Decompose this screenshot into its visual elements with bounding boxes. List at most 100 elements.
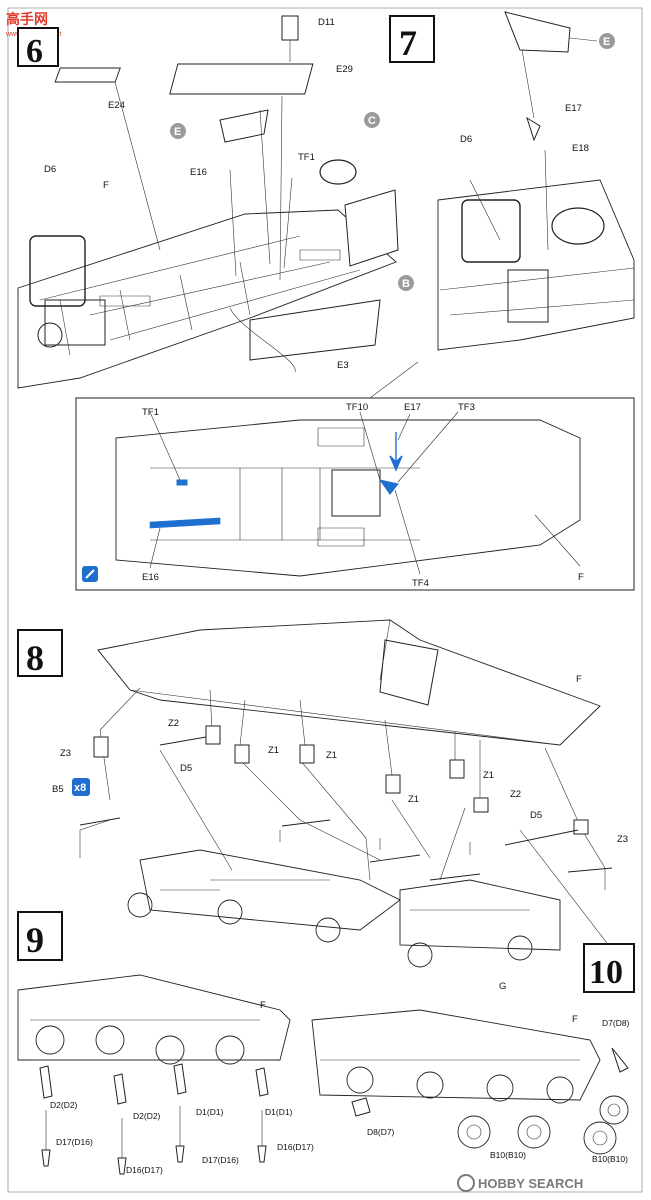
label-D2-a: D2(D2) — [50, 1100, 78, 1110]
watermark-bottom: HOBBY SEARCH — [457, 1174, 583, 1192]
badge-C — [364, 112, 380, 128]
detail-label-TF4: TF4 — [412, 578, 429, 589]
label-Z1-a: Z1 — [268, 745, 279, 756]
detail-E16-rod — [149, 517, 221, 529]
step-8-number: 8 — [26, 638, 44, 678]
parts-D-9 — [39, 1063, 269, 1175]
road-wheels-10 — [351, 1047, 629, 1155]
detail-label-TF1: TF1 — [142, 407, 159, 418]
label-D6: D6 — [44, 164, 56, 175]
label-D5-left: D5 — [180, 763, 192, 774]
label-E16: E16 — [190, 167, 207, 178]
label-F: F — [103, 180, 109, 191]
label-D11: D11 — [318, 17, 335, 28]
detail-ammo-rack — [331, 469, 381, 517]
badge-C-text: C — [368, 115, 376, 127]
hull-body-9 — [17, 974, 291, 1061]
label-D6-step7: D6 — [460, 134, 472, 145]
label-D1-b: D1(D1) — [265, 1107, 293, 1117]
detail-TF3-part — [378, 479, 399, 495]
step-8-box — [17, 629, 63, 677]
hull-body-8 — [97, 619, 601, 746]
label-F-step8: F — [576, 674, 582, 685]
quantity-badge-x8 — [72, 778, 90, 796]
detail-label-F: F — [578, 572, 584, 583]
detail-inset: TF1 TF10 E17 TF3 E16 TF4 F — [75, 361, 635, 591]
hull-floor-6 — [17, 209, 397, 389]
part-D11 — [281, 15, 299, 41]
label-B5: B5 — [52, 784, 64, 795]
step-10-number: 10 — [589, 954, 623, 991]
step-6-number: 6 — [26, 33, 43, 70]
part-E29 — [169, 63, 314, 95]
badge-B-text: B — [402, 278, 410, 290]
suspension-bogies-8 — [127, 849, 561, 968]
label-Z3-left: Z3 — [60, 748, 71, 759]
label-D2-b: D2(D2) — [133, 1111, 161, 1121]
label-D8: D8(D7) — [367, 1127, 395, 1137]
detail-label-E16: E16 — [142, 572, 159, 583]
step-9-number: 9 — [26, 920, 44, 960]
step-10: 10 F D7(D8) D8(D7) B10(B10) B10(B10) — [311, 943, 635, 1164]
hatch-outline-8 — [379, 639, 439, 706]
step-9-box — [17, 911, 63, 961]
parts-Z — [79, 725, 613, 881]
step-6: 6 D11 E29 E24 E E16 TF1 D6 F E3 — [17, 15, 414, 389]
badge-B — [398, 275, 414, 291]
hobby-search-logo-icon — [457, 1174, 475, 1192]
label-Z1-d: Z1 — [483, 770, 494, 781]
suspension-9 — [30, 1019, 270, 1065]
step-10-box — [583, 943, 635, 993]
part-B-panel — [344, 189, 399, 267]
detail-label-TF10: TF10 — [346, 402, 368, 413]
step-7-box — [389, 15, 435, 63]
label-E18: E18 — [572, 143, 589, 154]
part-E3 — [249, 299, 381, 361]
badge-E-step7 — [599, 33, 615, 49]
watermark-cjk: 高手网 — [6, 11, 48, 28]
label-G: G — [499, 981, 506, 992]
part-E17 — [526, 116, 541, 142]
label-D16-b: D16(D17) — [277, 1142, 314, 1152]
detail-hull-outline — [115, 419, 581, 577]
label-Z2-right: Z2 — [510, 789, 521, 800]
label-D17-b: D17(D16) — [202, 1155, 239, 1165]
label-Z3-right: Z3 — [617, 834, 628, 845]
suspension-10 — [320, 1059, 580, 1104]
steering-wheel-part-C — [319, 159, 357, 185]
part-E-upper — [504, 11, 571, 53]
step-9: 9 F D2(D2) D2(D2) D1(D1) D1(D1) D17(D16)… — [17, 911, 314, 1175]
detail-label-E17: E17 — [404, 402, 421, 413]
step-7: 7 E E17 E18 D6 — [389, 11, 635, 351]
label-F-step10: F — [572, 1014, 578, 1025]
hull-body-10 — [311, 1009, 601, 1101]
label-B10-a: B10(B10) — [490, 1150, 526, 1160]
label-D1-a: D1(D1) — [196, 1107, 224, 1117]
step-7-number: 7 — [399, 23, 417, 63]
step-6-box — [17, 27, 59, 67]
label-E24: E24 — [108, 100, 125, 111]
badge-E7-text: E — [603, 36, 610, 48]
label-Z1-b: Z1 — [326, 750, 337, 761]
quantity-badge-text: x8 — [74, 782, 86, 794]
label-E29: E29 — [336, 64, 353, 75]
label-E3: E3 — [337, 360, 349, 371]
part-E-seat — [219, 109, 269, 143]
watermark-brand: HOBBY SEARCH — [478, 1176, 583, 1191]
label-D17-a: D17(D16) — [56, 1137, 93, 1147]
step-8: 8 Z3 Z2 — [17, 619, 628, 992]
label-D5-right: D5 — [530, 810, 542, 821]
label-Z1-c: Z1 — [408, 794, 419, 805]
badge-E-step6 — [170, 123, 186, 139]
label-D16-a: D16(D17) — [126, 1165, 163, 1175]
label-TF1: TF1 — [298, 152, 315, 163]
label-Z2-left: Z2 — [168, 718, 179, 729]
label-B10-b: B10(B10) — [592, 1154, 628, 1164]
detail-E17-part — [389, 432, 403, 472]
part-E24 — [54, 67, 121, 83]
detail-TF1-part — [176, 479, 188, 486]
detail-frame — [75, 397, 635, 591]
badge-E-text: E — [174, 126, 181, 138]
label-D7: D7(D8) — [602, 1018, 630, 1028]
